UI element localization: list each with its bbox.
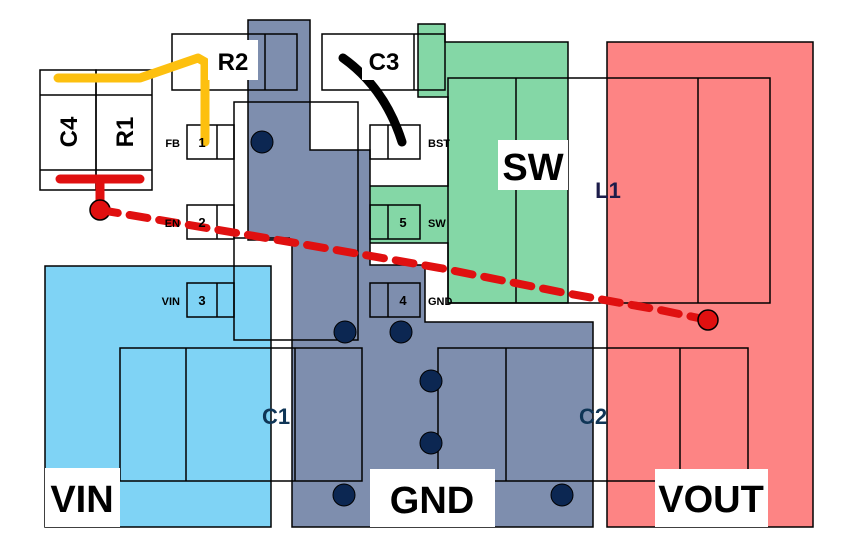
pin-vin-name: VIN xyxy=(162,296,180,308)
pin-4-number: 4 xyxy=(399,293,407,308)
via xyxy=(333,320,357,344)
sw-label-bg xyxy=(498,140,568,190)
via xyxy=(332,483,356,507)
ic-package-outline xyxy=(233,101,359,341)
pin-gnd-name: GND xyxy=(428,296,453,308)
pin-5-number: 5 xyxy=(399,215,406,230)
via xyxy=(419,369,443,393)
fb-trace xyxy=(53,53,210,147)
c2-label: C2 xyxy=(579,404,607,429)
via xyxy=(550,483,574,507)
vin-label-bg xyxy=(45,468,120,527)
via xyxy=(419,431,443,455)
via xyxy=(389,320,413,344)
sw-net-label: SW xyxy=(502,147,563,189)
vin-net-label: VIN xyxy=(50,479,113,521)
r1-label: R1 xyxy=(112,117,139,148)
r2-label-bg xyxy=(208,40,258,80)
vout-plane xyxy=(606,41,814,528)
bst-trace xyxy=(338,53,407,147)
pin-1-number: 1 xyxy=(198,135,205,150)
pin-1-pad xyxy=(186,124,235,160)
r2-label: R2 xyxy=(218,49,249,76)
c3-label-bg xyxy=(362,40,410,80)
pin-2-number: 2 xyxy=(198,215,205,230)
c2-footprint xyxy=(437,347,749,482)
gnd-label-bg xyxy=(370,469,495,527)
pin-bst-name: BST xyxy=(428,138,450,150)
vout-label-bg xyxy=(655,469,768,527)
gnd-net-label: GND xyxy=(390,480,474,522)
r1-footprint xyxy=(95,69,153,191)
pin-en-name: EN xyxy=(165,218,180,230)
pin-5-pad xyxy=(369,204,421,240)
en-trace-endpoint-right xyxy=(697,309,719,331)
c3-footprint xyxy=(321,33,446,91)
pin-fb-name: FB xyxy=(165,138,180,150)
via xyxy=(250,130,274,154)
c4-label: C4 xyxy=(56,116,83,147)
pin-3-number: 3 xyxy=(198,293,205,308)
pin-4-pad xyxy=(369,282,421,318)
l1-label: L1 xyxy=(595,178,621,203)
en-dashed-trace xyxy=(96,206,712,324)
pin-3-pad xyxy=(186,282,235,318)
c1-footprint xyxy=(119,347,363,482)
vout-net-label: VOUT xyxy=(658,479,764,521)
c1-label: C1 xyxy=(262,404,290,429)
c3-label: C3 xyxy=(369,49,400,76)
pin-sw-name: SW xyxy=(428,218,446,230)
r2-footprint xyxy=(171,33,298,91)
